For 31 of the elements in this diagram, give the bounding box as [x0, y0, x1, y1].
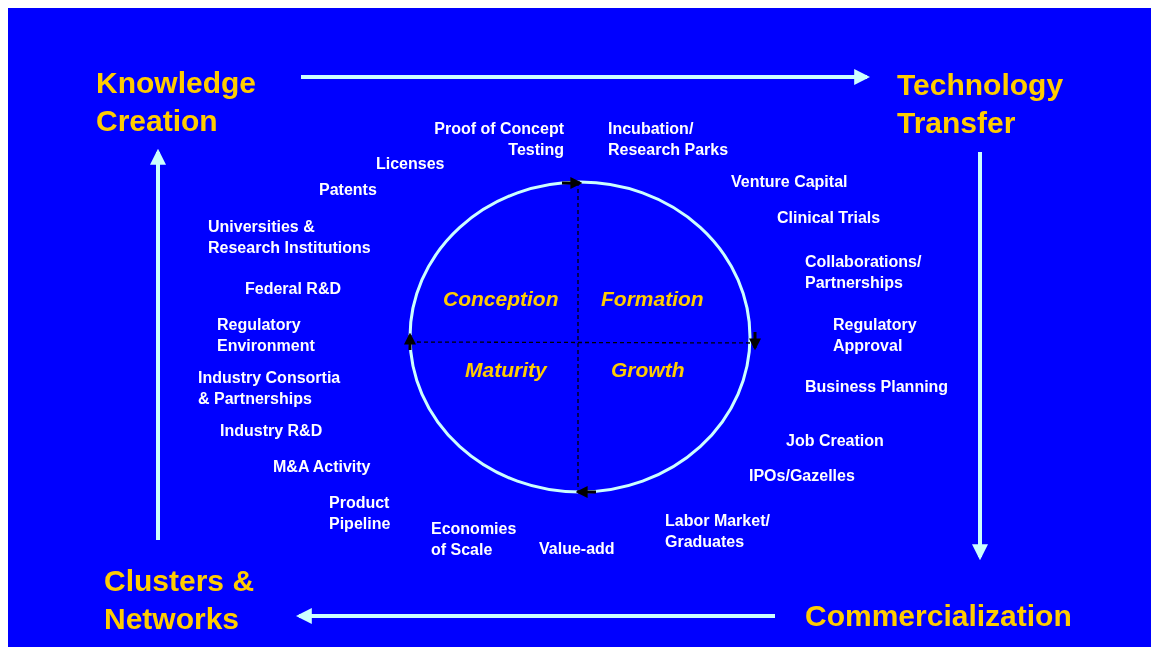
- factor-label: Job Creation: [786, 431, 885, 451]
- factor-label: Industry R&D: [220, 421, 324, 441]
- factor-label: Labor Market/ Graduates: [665, 511, 771, 552]
- stage-heading: Commercialization: [805, 597, 1072, 635]
- factor-label: M&A Activity: [273, 457, 372, 477]
- stage-heading: Clusters & Networks: [104, 562, 269, 638]
- factor-label: Regulatory Environment: [217, 315, 316, 356]
- factor-label: Federal R&D: [245, 279, 343, 299]
- factor-label: Regulatory Approval: [833, 315, 918, 356]
- factor-label: Economies of Scale: [431, 519, 518, 560]
- stage-heading: Knowledge Creation: [96, 64, 271, 140]
- factor-label: IPOs/Gazelles: [749, 466, 856, 486]
- factor-label: Value-add: [539, 539, 616, 559]
- factor-label: Business Planning: [805, 377, 950, 397]
- arrow: [301, 69, 871, 85]
- factor-label: Industry Consortia & Partnerships: [198, 368, 342, 409]
- factor-label: Clinical Trials: [777, 208, 882, 228]
- factor-label: Incubation/ Research Parks: [608, 119, 730, 160]
- factor-label: Collaborations/ Partnerships: [805, 252, 923, 293]
- factor-label: Patents: [319, 180, 378, 200]
- factor-label: Product Pipeline: [329, 493, 392, 534]
- phase-label: Formation: [601, 288, 705, 309]
- factor-label: Venture Capital: [731, 172, 849, 192]
- factor-label: Universities & Research Institutions: [208, 217, 372, 258]
- stage-heading: Technology Transfer: [897, 66, 1082, 142]
- phase-label: Growth: [611, 359, 686, 380]
- arrow: [972, 152, 988, 561]
- phase-label: Conception: [443, 288, 560, 309]
- arrow: [150, 148, 166, 540]
- phase-label: Maturity: [465, 359, 549, 380]
- arrow: [295, 608, 775, 624]
